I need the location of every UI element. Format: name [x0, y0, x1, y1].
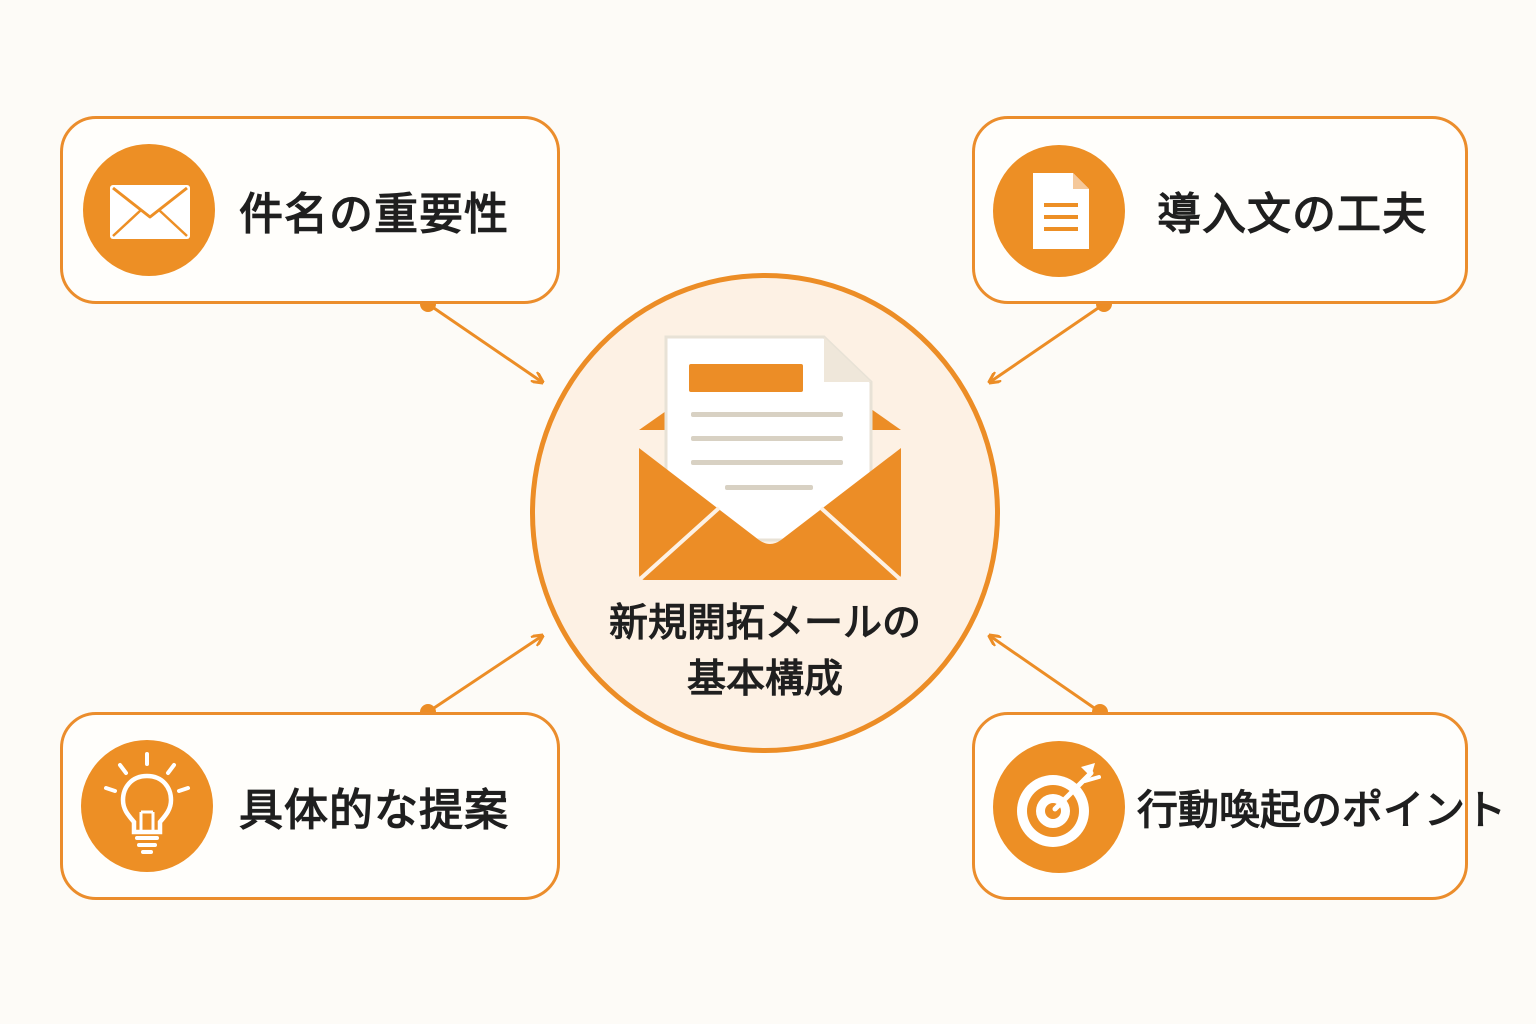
node-label: 行動喚起のポイント	[1137, 786, 1506, 834]
center-title-line-1: 新規開拓メールの	[608, 601, 921, 646]
node-subject-importance: 件名の重要性	[60, 116, 560, 304]
connector-bottom-left	[420, 636, 542, 720]
envelope-icon	[83, 144, 215, 276]
connector-top-right	[990, 296, 1112, 382]
node-label: 導入文の工夫	[1157, 189, 1427, 240]
connector-top-left	[420, 296, 542, 382]
lightbulb-icon	[81, 740, 213, 872]
node-label: 具体的な提案	[239, 785, 509, 836]
open-envelope-with-letter-icon	[637, 335, 903, 582]
node-call-to-action: 行動喚起のポイント	[972, 712, 1506, 900]
center-hub: 新規開拓メールの 基本構成	[530, 273, 1000, 753]
node-label: 件名の重要性	[239, 189, 509, 240]
center-title: 新規開拓メールの 基本構成	[535, 596, 995, 708]
center-title-line-2: 基本構成	[686, 657, 843, 702]
connector-bottom-right	[990, 636, 1108, 720]
document-icon	[993, 145, 1125, 277]
node-intro-ingenuity: 導入文の工夫	[972, 116, 1468, 304]
target-icon	[993, 741, 1125, 873]
node-concrete-proposal: 具体的な提案	[60, 712, 560, 900]
